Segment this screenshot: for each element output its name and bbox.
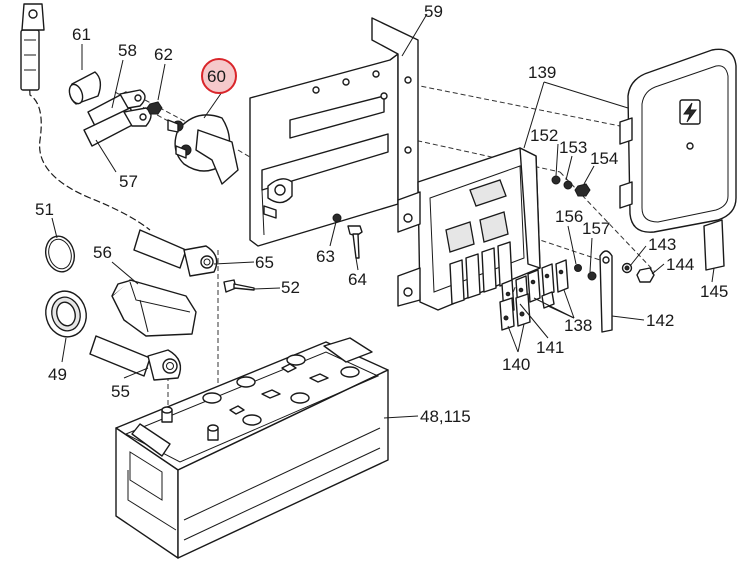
part-52-screw[interactable]	[223, 279, 255, 293]
part-145-label[interactable]	[703, 219, 725, 271]
part-60-battery-switch[interactable]	[167, 114, 239, 185]
callout-labels: 59 61 58 62 60 139 152 153 154 57 51 56 …	[35, 2, 728, 426]
callout-141[interactable]: 141	[536, 338, 564, 357]
part-59-mounting-bracket[interactable]	[249, 17, 419, 247]
callout-63[interactable]: 63	[316, 247, 335, 266]
part-156-washer[interactable]	[574, 264, 582, 272]
callout-145[interactable]: 145	[700, 282, 728, 301]
part-153-washer[interactable]	[563, 180, 573, 190]
callout-55[interactable]: 55	[111, 382, 130, 401]
part-64-screw[interactable]	[347, 225, 363, 259]
part-56-terminal-cap[interactable]	[111, 279, 197, 337]
callout-140[interactable]: 140	[502, 355, 530, 374]
callout-62[interactable]: 62	[154, 45, 173, 64]
callout-51[interactable]: 51	[35, 200, 54, 219]
part-157-nut[interactable]	[587, 271, 597, 281]
callout-59[interactable]: 59	[424, 2, 443, 21]
callout-49[interactable]: 49	[48, 365, 67, 384]
leader-lines	[51, 13, 715, 419]
part-138-fuses[interactable]	[527, 259, 569, 309]
callout-154[interactable]: 154	[590, 149, 618, 168]
callout-56[interactable]: 56	[93, 243, 112, 262]
callout-143[interactable]: 143	[648, 235, 676, 254]
part-49-terminal-cover-ring[interactable]	[41, 287, 92, 342]
callout-58[interactable]: 58	[118, 41, 137, 60]
part-57-cable-pair[interactable]	[83, 89, 152, 147]
callout-153[interactable]: 153	[559, 138, 587, 157]
part-144-nut[interactable]	[636, 267, 655, 283]
callout-60[interactable]: 60	[207, 67, 226, 86]
part-63-nut[interactable]	[332, 213, 342, 223]
callout-65[interactable]: 65	[255, 253, 274, 272]
battery-48-115[interactable]	[115, 337, 389, 559]
callout-138[interactable]: 138	[564, 316, 592, 335]
callout-61[interactable]: 61	[72, 25, 91, 44]
part-51-o-ring[interactable]	[42, 233, 78, 275]
highlight-circle	[201, 58, 237, 94]
part-61-cable-lug[interactable]	[20, 3, 45, 91]
callout-139[interactable]: 139	[528, 63, 556, 82]
part-154-nut[interactable]	[574, 183, 591, 197]
part-55-cable-clamp[interactable]	[89, 335, 182, 381]
callout-142[interactable]: 142	[646, 311, 674, 330]
callout-57[interactable]: 57	[119, 172, 138, 191]
part-139-fuse-box-cover[interactable]	[619, 48, 737, 233]
part-140-fuse-links[interactable]	[499, 293, 531, 331]
callout-156[interactable]: 156	[555, 207, 583, 226]
callout-144[interactable]: 144	[666, 255, 694, 274]
callout-157[interactable]: 157	[582, 219, 610, 238]
part-58-sleeve[interactable]	[67, 71, 102, 105]
callout-152[interactable]: 152	[530, 126, 558, 145]
part-62-nut[interactable]	[146, 101, 163, 115]
part-143-washer[interactable]	[621, 262, 633, 274]
part-152-washer[interactable]	[551, 175, 561, 185]
callout-48-115[interactable]: 48,115	[420, 407, 471, 426]
callout-52[interactable]: 52	[281, 278, 300, 297]
callout-64[interactable]: 64	[348, 270, 367, 289]
part-142-busbar[interactable]	[599, 250, 613, 333]
part-139-fuse-box-base[interactable]	[397, 147, 541, 311]
part-65-cable-clamp[interactable]	[133, 229, 218, 277]
